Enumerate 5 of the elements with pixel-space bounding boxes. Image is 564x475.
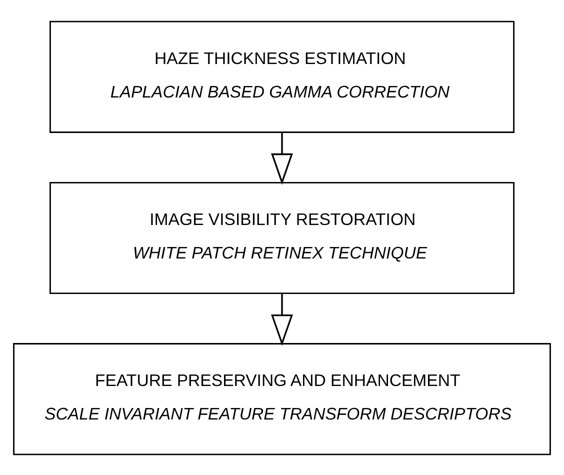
node-box: IMAGE VISIBILITY RESTORATION WHITE PATCH RETINEX TECHNIQUE	[50, 181, 514, 294]
node-box: FEATURE PRESERVING AND ENHANCEMENT SCALE INVARIANT FEATURE TRANSFORM DESCRIPTORS	[13, 342, 551, 455]
node-box: HAZE THICKNESS ESTIMATION LAPLACIAN BASED GAMMA CORRECTION	[50, 20, 514, 132]
arrow	[271, 132, 293, 184]
arrow	[271, 292, 293, 346]
